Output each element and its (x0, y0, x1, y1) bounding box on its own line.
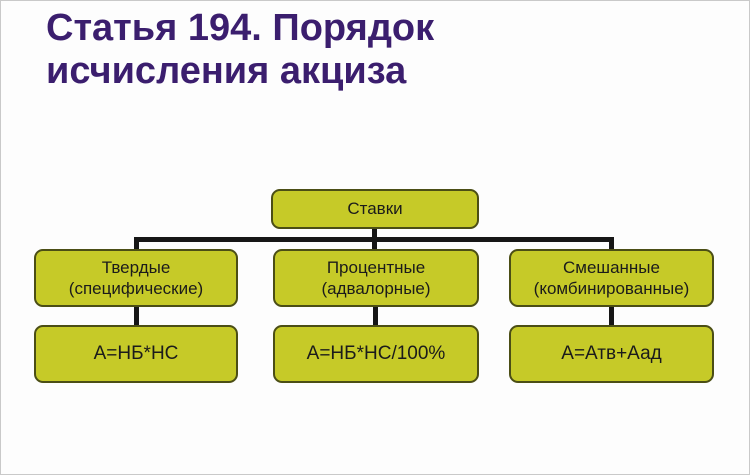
node-type-percentage: Процентные (адвалорные) (273, 249, 479, 307)
node-formula-fixed-text: А=НБ*НС (93, 343, 179, 365)
node-type-fixed-line1: Твердые (101, 257, 171, 277)
node-rates-root: Ставки (271, 189, 479, 229)
connector-drop-left (134, 237, 139, 250)
node-type-fixed-line2: (специфические) (68, 279, 204, 298)
connector-drop-right (609, 237, 614, 250)
connector-type-to-formula-right (609, 306, 614, 326)
connector-type-to-formula-middle (373, 306, 378, 326)
node-formula-percentage: А=НБ*НС/100% (273, 325, 479, 383)
node-type-fixed: Твердые (специфические) (34, 249, 238, 307)
node-type-mixed-line1: Смешанные (563, 257, 660, 277)
node-formula-mixed: А=Атв+Аад (509, 325, 714, 383)
connector-horizontal-bar (134, 237, 614, 242)
node-type-percentage-line2: (адвалорные) (321, 279, 431, 298)
page-title: Статья 194. Порядок исчисления акциза (46, 7, 435, 92)
node-formula-fixed: А=НБ*НС (34, 325, 238, 383)
connector-type-to-formula-left (134, 306, 139, 326)
node-type-percentage-line1: Процентные (326, 257, 426, 277)
node-type-mixed: Смешанные (комбинированные) (509, 249, 714, 307)
node-rates-root-label: Ставки (347, 199, 403, 219)
node-type-mixed-line2: (комбинированные) (533, 279, 690, 298)
node-formula-mixed-text: А=Атв+Аад (561, 343, 662, 365)
node-formula-percentage-text: А=НБ*НС/100% (306, 343, 446, 365)
